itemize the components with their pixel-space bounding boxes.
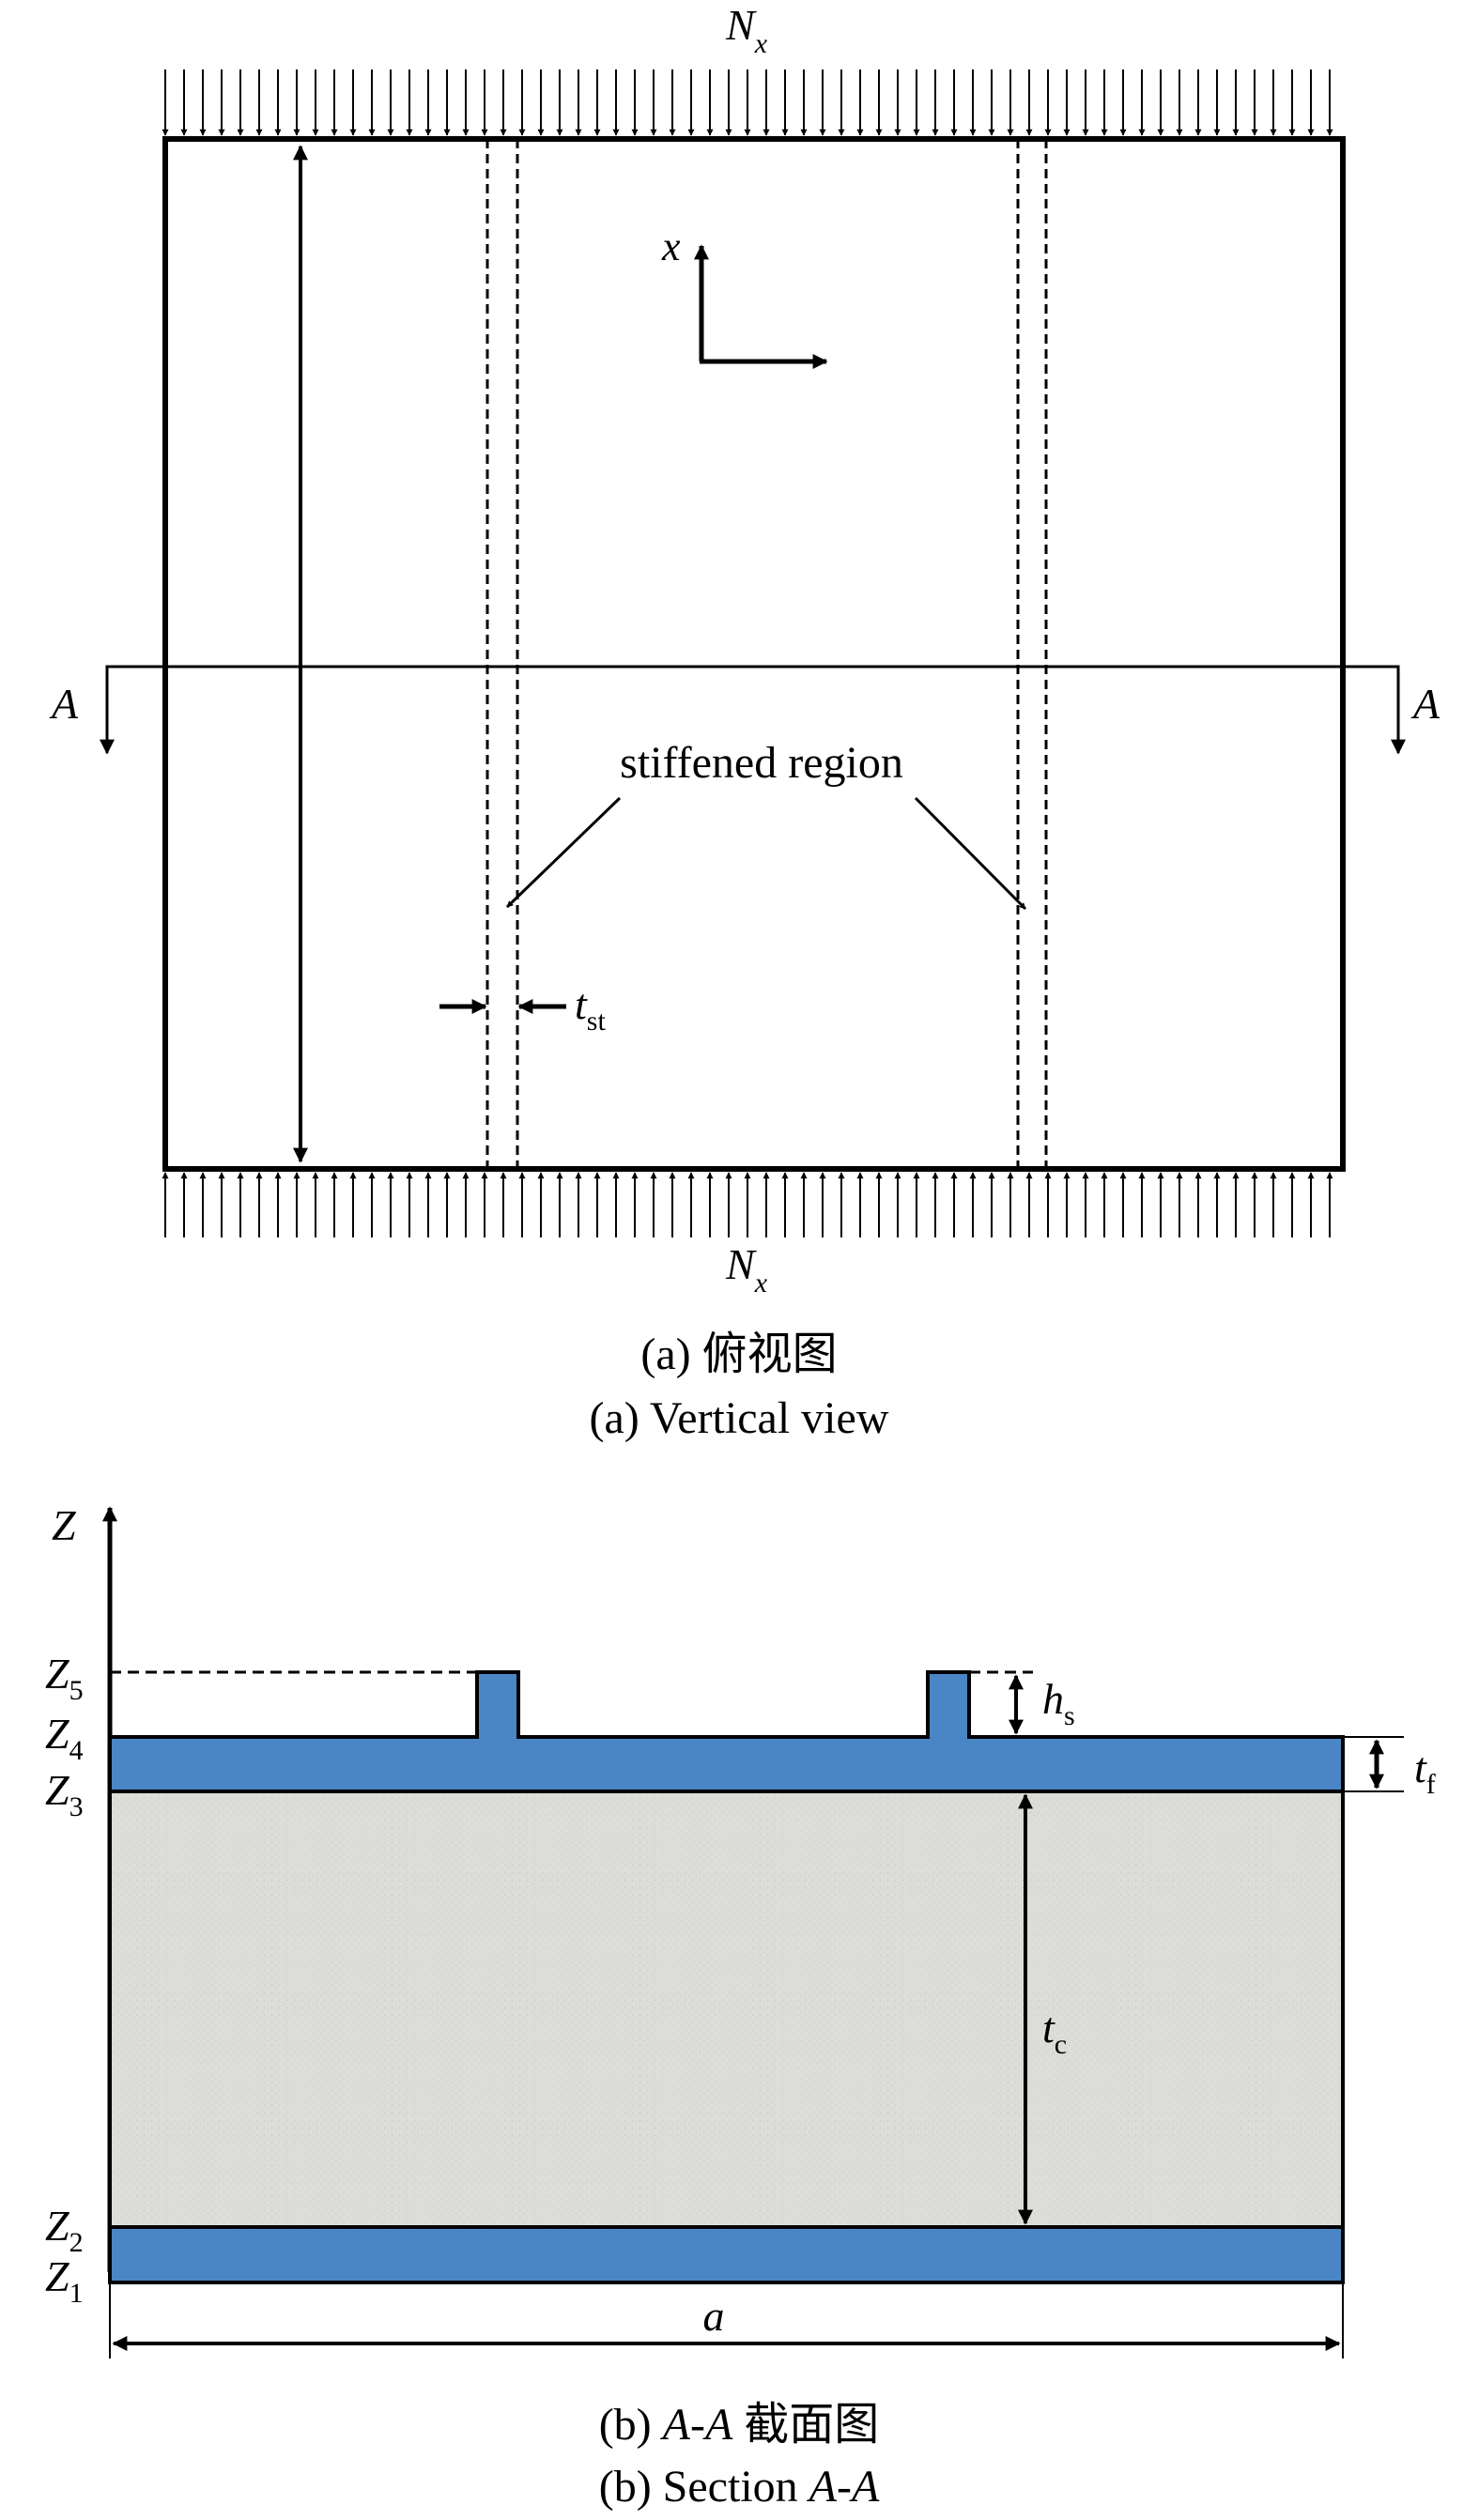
top-view: x A A stiffened region tst Nx Nx [49, 1, 1440, 1298]
plate-outline [162, 136, 1346, 1172]
x-axis-label: x [661, 223, 681, 269]
coordinate-axes [694, 244, 828, 369]
load-label-top: Nx [725, 1, 768, 59]
top-load-arrows [162, 69, 1333, 136]
top-face-sheet [108, 1670, 1345, 1793]
section-marker-right: A [1410, 680, 1440, 728]
stiffened-leader-right [914, 796, 1027, 911]
stiffened-region-right [1016, 139, 1048, 1169]
t-st-label: tst [575, 980, 606, 1037]
z3-label: Z3 [45, 1766, 84, 1822]
z-axis-label: Z [52, 1501, 76, 1549]
caption-a-english: (a) Vertical view [590, 1393, 889, 1443]
stiffened-leader-left [505, 796, 622, 909]
z1-label: Z1 [45, 2252, 84, 2309]
a-label: a [703, 2292, 725, 2340]
caption-a-chinese: (a) 俯视图 [640, 1329, 837, 1379]
core [108, 1790, 1345, 2229]
stiffened-region-left [485, 139, 519, 1169]
load-label-bottom: Nx [725, 1240, 768, 1298]
section-line-a-a [105, 665, 1400, 714]
tc-label: tc [1042, 2004, 1067, 2060]
z5-label: Z5 [45, 1650, 84, 1706]
bottom-load-arrows [162, 1172, 1333, 1237]
caption-b-chinese: (b) A-A 截面图 [599, 2400, 880, 2450]
hs-label: hs [1042, 1675, 1075, 1731]
bottom-face-sheet [108, 2225, 1345, 2284]
section-marker-left: A [49, 680, 79, 728]
tf-label: tf [1414, 1744, 1436, 1800]
z2-label: Z2 [45, 2202, 84, 2258]
section-view: Z Z5 Z4 Z3 Z2 Z1 hs [45, 1501, 1436, 2359]
z4-label: Z4 [45, 1710, 84, 1766]
caption-b-english: (b) Section A-A [599, 2462, 880, 2512]
stiffened-region-label: stiffened region [620, 738, 903, 788]
